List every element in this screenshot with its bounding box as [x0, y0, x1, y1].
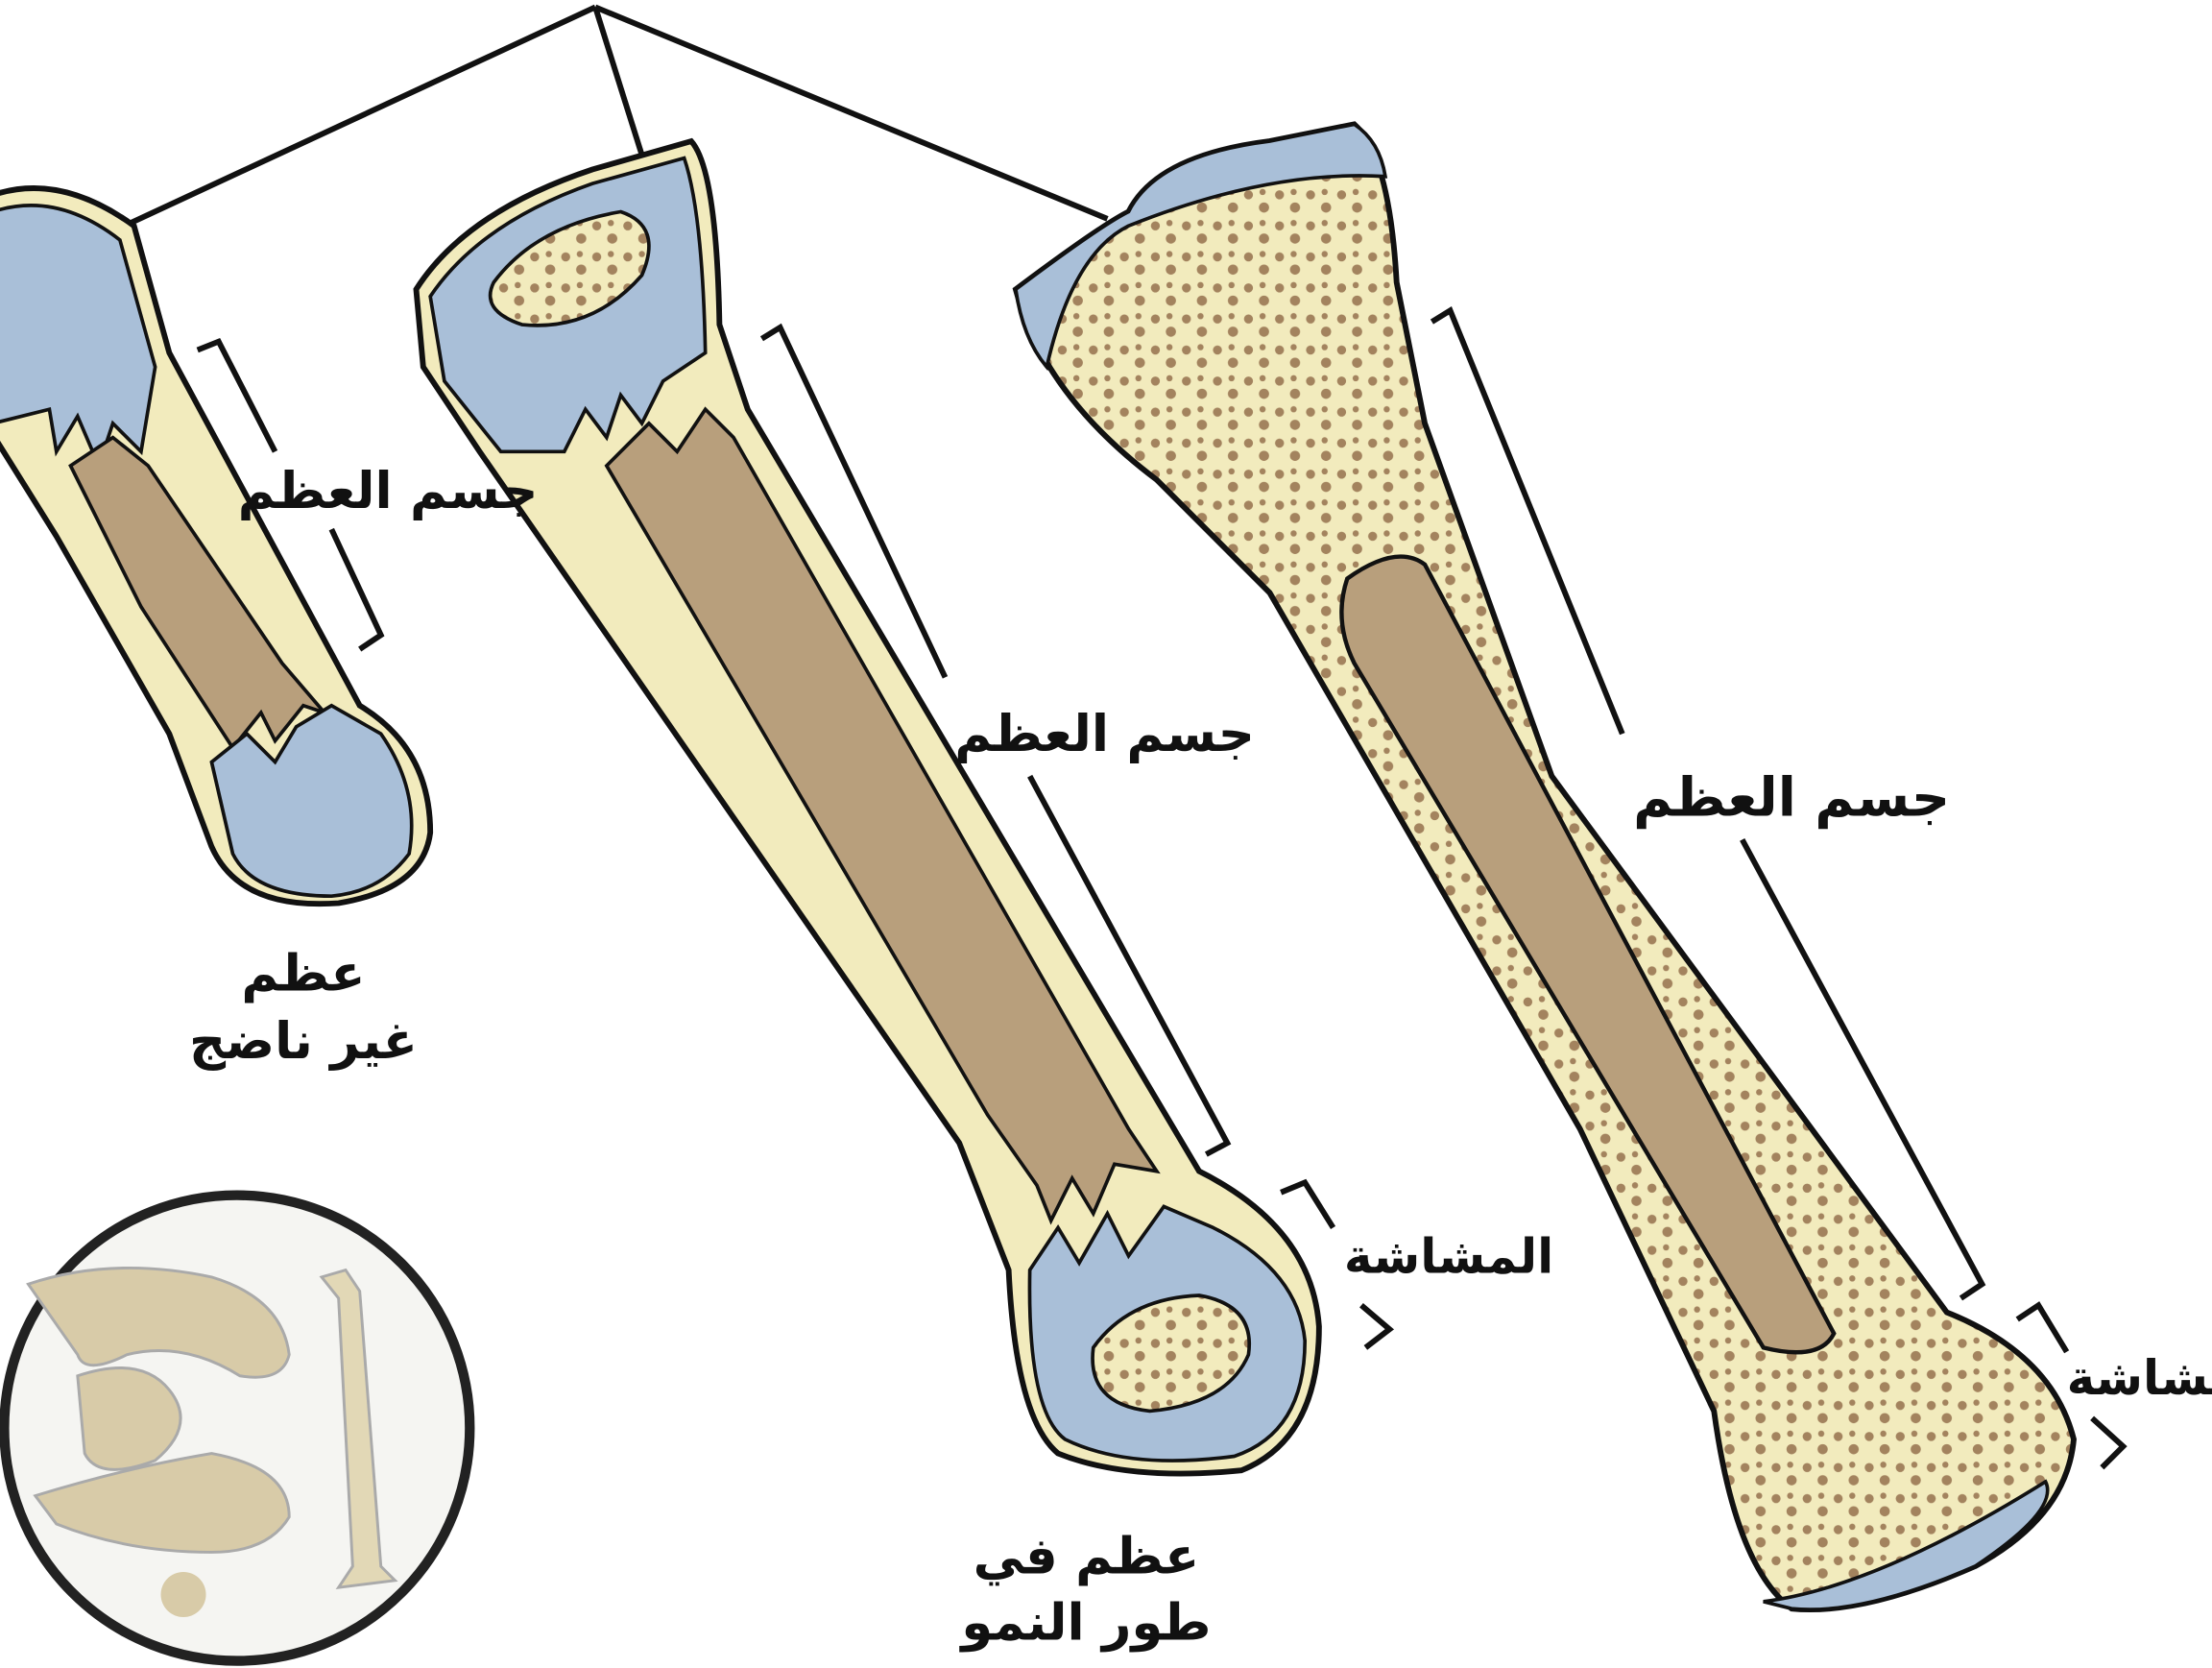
label-diaphysis-immature: جسم العظم — [238, 462, 539, 520]
brackets — [196, 306, 2128, 1470]
bracket-epiphysis-2-top — [1280, 1178, 1336, 1230]
bracket-epiphysis-3-bottom — [2090, 1415, 2128, 1470]
bracket-epiphysis-3-top — [2015, 1301, 2070, 1354]
bracket-diaphysis-2-top — [759, 323, 949, 679]
growing-bone — [413, 137, 1322, 1477]
label-epiphysis-growing: المشاشة — [1344, 1228, 1553, 1284]
bracket-diaphysis-3-bottom — [1740, 837, 1986, 1301]
caption-growing-line2: طور النمو — [958, 1594, 1211, 1653]
bracket-epiphysis-2-bottom — [1359, 1303, 1395, 1350]
bracket-diaphysis-1-top — [196, 337, 278, 453]
caption-immature-line1: عظم — [241, 945, 365, 1003]
caption-growing-line1: عظم في — [974, 1527, 1200, 1585]
bracket-diaphysis-1-bottom — [328, 527, 385, 652]
label-epiphysis-mature: المشاشة — [2067, 1350, 2212, 1406]
inset-skeleton-circle — [0, 1190, 475, 1666]
mature-bone — [1012, 121, 2077, 1613]
immature-bone — [0, 185, 434, 907]
bracket-diaphysis-2-bottom — [1027, 774, 1232, 1157]
label-diaphysis-mature: جسم العظم — [1633, 766, 1950, 829]
label-diaphysis-growing: جسم العظم — [954, 705, 1255, 763]
bracket-diaphysis-3-top — [1430, 306, 1625, 736]
caption-immature-line2: غير ناضج — [189, 1012, 418, 1071]
